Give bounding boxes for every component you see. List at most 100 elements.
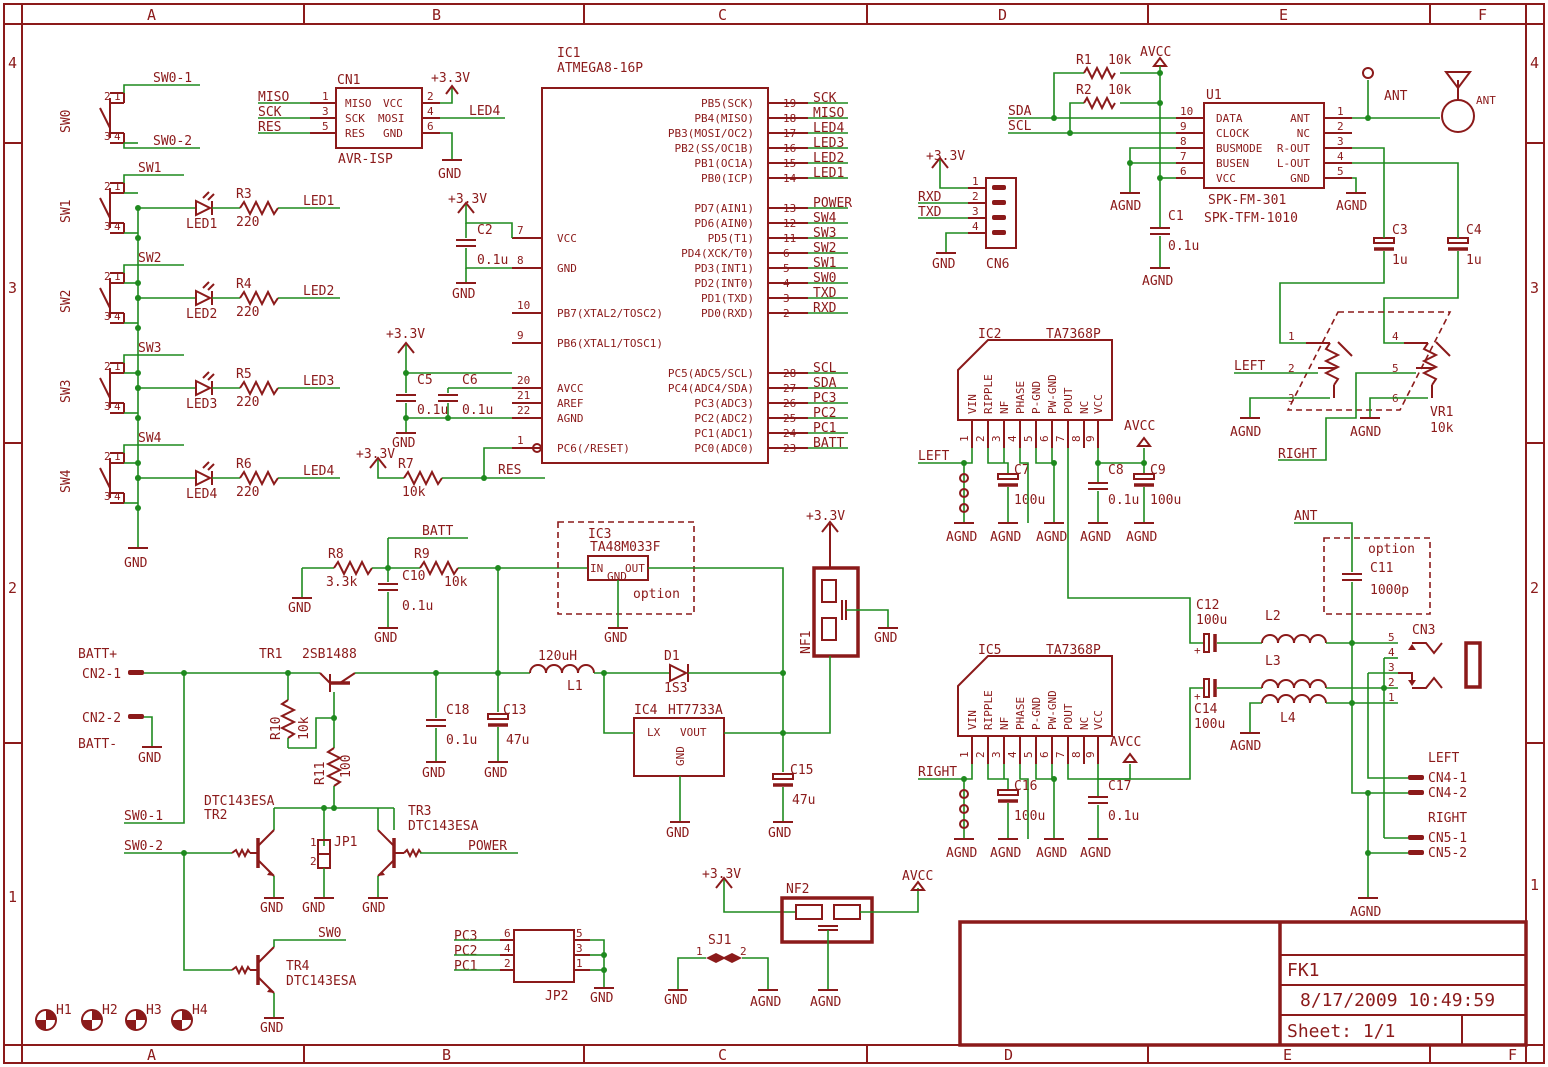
resistor-symbol: [239, 469, 279, 487]
ic5-pin-name: P-GND: [1030, 697, 1043, 730]
ic5-externals: IC5 TA7368P RIGHT AGND C16 100u AGND AGN…: [918, 643, 1204, 861]
net-label: SCL: [1008, 119, 1032, 134]
net-label: SW1: [138, 161, 161, 176]
ground-label: AGND: [1126, 530, 1157, 545]
pin-number: 6: [1180, 165, 1187, 178]
led-symbol: [195, 289, 213, 307]
ic2-pin-name: NF: [998, 401, 1011, 414]
pin-number: 11: [783, 232, 796, 245]
ic5-pin-name: PW-GND: [1046, 690, 1059, 730]
net-label: SCK: [258, 105, 282, 120]
part-value: 1u: [1466, 253, 1482, 268]
net-label: SDA: [813, 376, 837, 391]
net-label: MISO: [813, 106, 844, 121]
part-ref: C9: [1150, 463, 1166, 478]
ic2-pin-name: P-GND: [1030, 381, 1043, 414]
ground-label: GND: [666, 826, 690, 841]
audio-output: C12 100u + L2 C14 100u + L3 L4 AGND ANT …: [1194, 509, 1482, 920]
pin-number: 8: [1070, 435, 1083, 442]
pin-number: 3: [322, 105, 329, 118]
pin-number: 12: [783, 217, 796, 230]
net-label: LED3: [813, 136, 844, 151]
pin-number: 5: [783, 262, 790, 275]
ic5-pin-name: NF: [998, 717, 1011, 730]
cn1-pin-name: VCC: [383, 97, 403, 110]
part-ref: SJ1: [708, 933, 731, 948]
junction: [135, 415, 141, 421]
ic5-body: [957, 655, 1113, 737]
pin-number: 16: [783, 142, 796, 155]
led-symbol: [195, 379, 213, 397]
audio-amplifiers: VIN1RIPPLE2NF3PHASE4P-GND5PW-GND6POUT7NC…: [957, 339, 1113, 764]
part-value: 1000p: [1370, 583, 1409, 598]
net-label: PC1: [813, 421, 836, 436]
pin-number: 4: [1006, 435, 1019, 442]
pin-number: 4: [1337, 150, 1344, 163]
part-ref: JP2: [545, 989, 568, 1004]
pin-number: 8: [1070, 751, 1083, 758]
switch-lever: [99, 197, 111, 219]
pin-number: 2: [427, 90, 434, 103]
ic5-pin-name: NC: [1078, 717, 1091, 730]
pin-number: 8: [1180, 135, 1187, 148]
ground-label: GND: [392, 436, 416, 451]
net-label: LED2: [813, 151, 844, 166]
pin-number: 2: [104, 270, 111, 283]
title-sheet: Sheet: 1/1: [1287, 1021, 1395, 1042]
ic1-pin-name: PD6(AIN0): [694, 217, 754, 230]
ic2-pin-name: VCC: [1092, 394, 1105, 414]
part-ref: R11: [313, 762, 328, 785]
row-label: 4: [1530, 54, 1539, 72]
pin-number: 4: [114, 400, 121, 413]
junction: [135, 370, 141, 376]
mounting-hole-icon: [136, 1010, 146, 1020]
cn1-pin-name: SCK: [345, 112, 365, 125]
net-label: RXD: [918, 190, 942, 205]
part-value: 0.1u: [1108, 493, 1139, 508]
pin-number: 24: [783, 427, 797, 440]
net-label: LED4: [813, 121, 844, 136]
pin-number: 4: [1006, 751, 1019, 758]
ground-label: AGND: [1036, 530, 1067, 545]
part-ref: IC4: [634, 703, 658, 718]
net-label: SW4: [813, 211, 837, 226]
pin-number: 20: [517, 374, 530, 387]
switch-ref: SW3: [59, 380, 74, 403]
ic1-pin-name: PC3(ADC3): [694, 397, 754, 410]
ic5-pin-name: POUT: [1062, 703, 1075, 730]
part-ref: C11: [1370, 561, 1393, 576]
ic1-pin-name: PD2(INT0): [694, 277, 754, 290]
col-label: C: [718, 6, 727, 24]
switch-lever: [99, 287, 111, 309]
net-label: SW4: [138, 431, 162, 446]
pin-number: 23: [783, 442, 796, 455]
junction: [135, 280, 141, 286]
resistor-symbol: [239, 199, 279, 217]
part-ref: C8: [1108, 463, 1124, 478]
u1-fm-module: U1 SPK-FM-301 SPK-TFM-1010 10DATA9CLOCK8…: [1008, 45, 1496, 344]
u1-pin-name: BUSEN: [1216, 157, 1249, 170]
supply-label: +3.3V: [448, 192, 487, 207]
part-value: 47u: [792, 793, 815, 808]
led-ray: [207, 373, 215, 381]
connector-pin: CN5-1: [1428, 831, 1467, 846]
part-value: DTC143ESA: [286, 974, 357, 989]
ground-label: AGND: [810, 995, 841, 1010]
pin-number: 3: [990, 435, 1003, 442]
pin-number: 4: [114, 310, 121, 323]
pin-number: 5: [1022, 751, 1035, 758]
part-ref: TR4: [286, 959, 310, 974]
net-wire: [123, 444, 184, 453]
pin-number: 4: [114, 130, 121, 143]
part-ref: C17: [1108, 779, 1131, 794]
part-ref: C14: [1194, 702, 1218, 717]
switch-lever: [99, 467, 111, 489]
pin-number: 2: [974, 751, 987, 758]
ic1-pin-name: PC6(/RESET): [557, 442, 630, 455]
part-ref: H3: [146, 1003, 162, 1018]
switch-lever: [99, 377, 111, 399]
supply-label: AVCC: [1110, 735, 1141, 750]
net-label: LED2: [303, 284, 334, 299]
